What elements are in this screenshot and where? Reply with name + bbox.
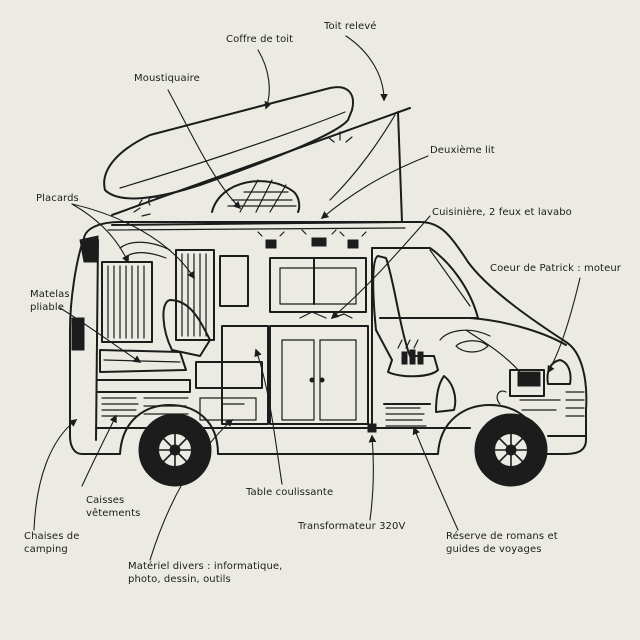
- leader-materiel: [149, 418, 234, 561]
- label-materiel: Matériel divers : informatique, photo, d…: [128, 561, 283, 585]
- leader-matelas: [59, 307, 142, 363]
- label-toit-releve: Toit relevé: [324, 21, 377, 32]
- ceiling-lights: [257, 229, 367, 249]
- label-placards: Placards: [36, 193, 79, 204]
- leader-caisses: [81, 414, 117, 487]
- rear-seat: [162, 299, 263, 421]
- label-reserve: Réserve de romans et guides de voyages: [446, 531, 558, 555]
- leader-reserve: [412, 426, 459, 531]
- leader-placards-2: [71, 203, 129, 264]
- roof-box: [103, 86, 354, 200]
- pop-up-roof: [111, 107, 411, 223]
- leader-toit: [345, 35, 388, 102]
- kitchen-unit: [221, 257, 369, 425]
- label-moustiquaire: Moustiquaire: [134, 73, 200, 84]
- label-chaises: Chaises de camping: [24, 531, 80, 555]
- closets: [101, 241, 249, 343]
- front-wheel: [474, 413, 548, 487]
- leader-coeur: [547, 277, 581, 374]
- mattress-bench: [97, 349, 191, 417]
- leader-cuisiniere: [330, 215, 431, 320]
- leader-chaises: [33, 419, 78, 531]
- leader-deuxieme-lit: [320, 155, 429, 219]
- leader-placards-1: [71, 203, 195, 280]
- engine: [435, 329, 561, 413]
- label-deuxieme-lit: Deuxième lit: [430, 145, 495, 156]
- label-transformateur: Transformateur 320V: [298, 521, 406, 532]
- rear-wheel: [138, 413, 212, 487]
- label-caisses: Caisses vêtements: [86, 495, 141, 519]
- label-matelas: Matelas pliable: [30, 289, 70, 313]
- leader-transformateur: [368, 434, 377, 521]
- leader-table: [254, 348, 283, 485]
- leader-moustiquaire: [167, 89, 242, 210]
- transformer: [367, 423, 377, 433]
- front-seat: [372, 255, 439, 378]
- book-storage: [383, 403, 431, 427]
- leader-coffre: [257, 49, 272, 110]
- label-cuisiniere: Cuisinière, 2 feux et lavabo: [432, 207, 572, 218]
- label-coeur: Coeur de Patrick : moteur: [490, 263, 621, 274]
- label-coffre-de-toit: Coffre de toit: [226, 34, 294, 45]
- leader-lines: [33, 35, 581, 561]
- label-table: Table coulissante: [246, 487, 334, 498]
